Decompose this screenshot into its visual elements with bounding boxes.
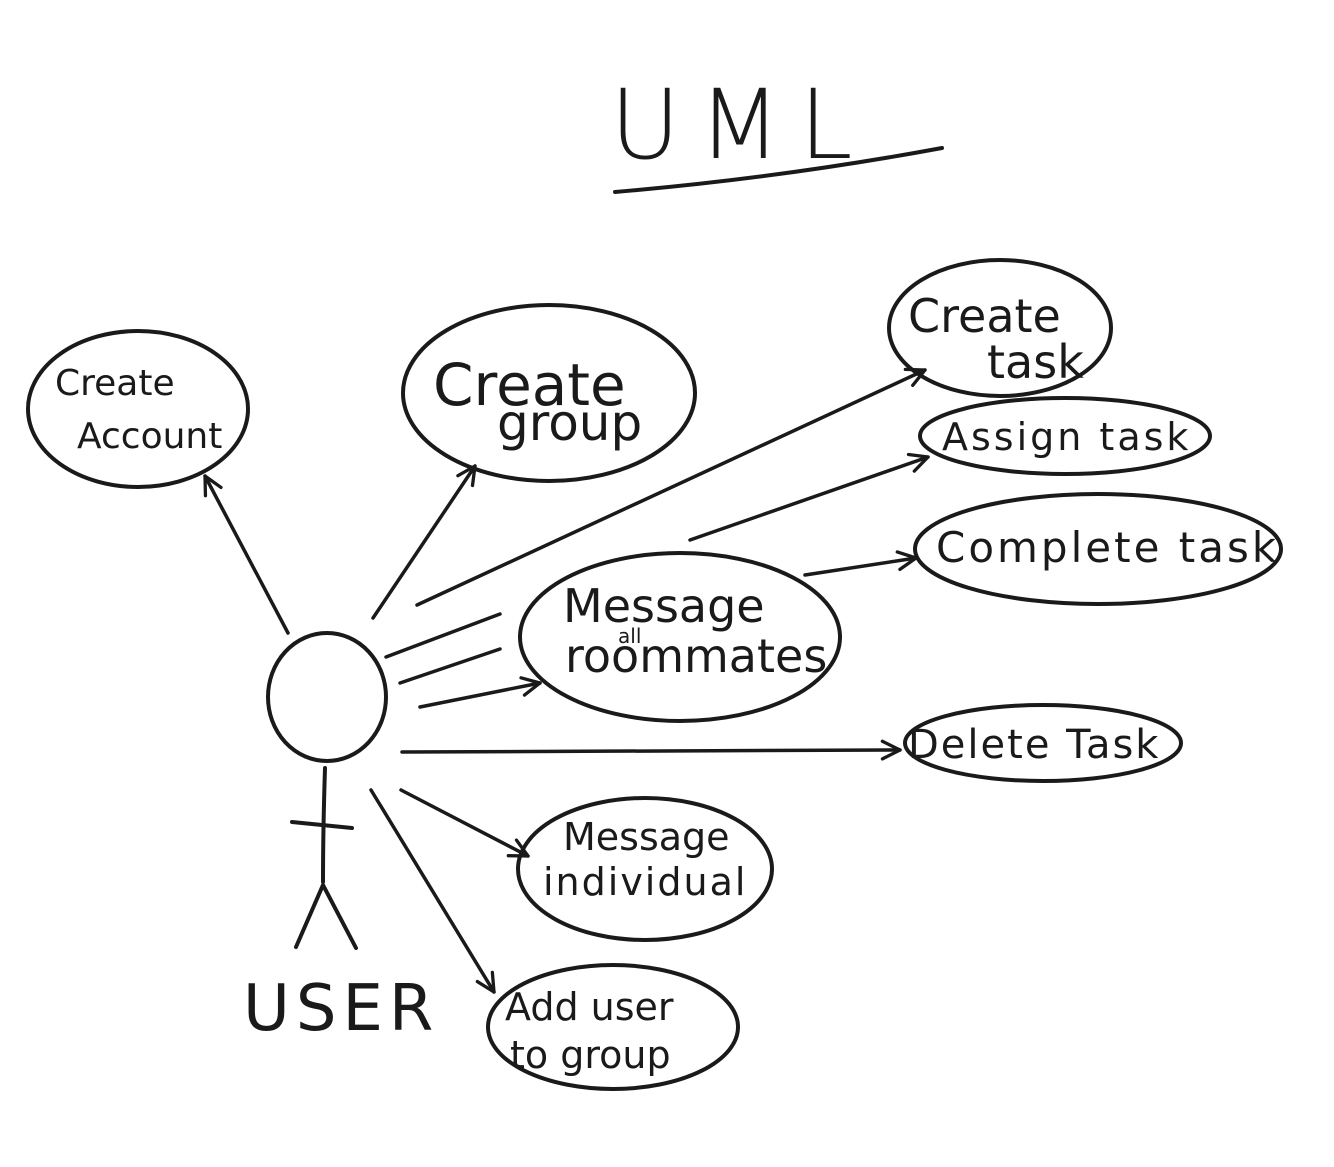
usecase-label-line1: Message <box>563 579 765 633</box>
usecase-ellipse <box>903 703 1183 783</box>
actor-arms <box>290 820 354 830</box>
usecase-label-line1: Complete task <box>936 523 1279 572</box>
title-underline <box>613 146 944 194</box>
line-user-to-message-all-1 <box>384 612 502 659</box>
actor-body <box>321 766 327 884</box>
usecase-label-line1: Create <box>433 351 626 419</box>
usecase-label-line2: to group <box>510 1033 671 1077</box>
line-user-to-message-all-2 <box>398 647 502 685</box>
actor-label: USER <box>243 972 439 1046</box>
usecase-label-line2: individual <box>543 860 747 904</box>
usecase-delete-task: Delete Task <box>903 703 1183 783</box>
diagram-title: UML <box>610 69 871 181</box>
usecase-create-account: Create Account <box>26 329 250 489</box>
usecase-label-line2: roommates <box>565 629 827 683</box>
arrow-to-complete-task <box>803 550 918 577</box>
arrow-to-delete-task <box>400 739 902 761</box>
usecase-ellipse <box>518 551 842 723</box>
usecase-ellipse <box>486 963 740 1091</box>
usecase-label-line2: group <box>497 394 642 452</box>
arrow-to-assign-task <box>688 452 930 542</box>
arrow-to-create-account <box>203 474 290 635</box>
usecase-label-line2: Account <box>77 416 222 457</box>
usecase-label-line1: Create <box>908 289 1061 343</box>
usecase-ellipse <box>887 258 1113 398</box>
arrow-to-create-task <box>415 367 927 607</box>
usecase-ellipse <box>918 396 1212 476</box>
arrow-to-message-individual <box>399 788 530 858</box>
usecase-label-line1: Assign task <box>942 415 1191 459</box>
usecase-add-user-to-group: Add user to group <box>486 963 740 1091</box>
usecase-ellipse <box>913 492 1283 606</box>
actor-legs <box>294 883 358 950</box>
arrow-to-message-all <box>418 676 542 709</box>
usecase-create-group: Create group <box>401 303 697 483</box>
arrow-to-create-group <box>371 464 477 620</box>
actor-head <box>266 631 388 763</box>
usecase-ellipse <box>401 303 697 483</box>
arrow-to-add-user <box>369 788 496 994</box>
usecase-ellipse <box>26 329 250 489</box>
usecase-label-line2: task <box>987 335 1084 389</box>
usecase-label-line1: Add user <box>505 985 674 1029</box>
user-actor: USER <box>243 631 439 1046</box>
usecase-label-small: all <box>618 624 641 648</box>
usecase-label-line1: Message <box>563 815 730 859</box>
usecase-assign-task: Assign task <box>918 396 1212 476</box>
usecase-label-line1: Create <box>55 363 175 404</box>
usecase-label-line1: Delete Task <box>908 722 1160 768</box>
usecase-ellipse <box>516 796 774 942</box>
usecase-message-individual: Message individual <box>516 796 774 942</box>
usecase-complete-task: Complete task <box>913 492 1283 606</box>
usecase-message-all-roommates: Message all roommates <box>518 551 842 723</box>
usecase-create-task: Create task <box>887 258 1113 398</box>
associations <box>203 367 930 994</box>
